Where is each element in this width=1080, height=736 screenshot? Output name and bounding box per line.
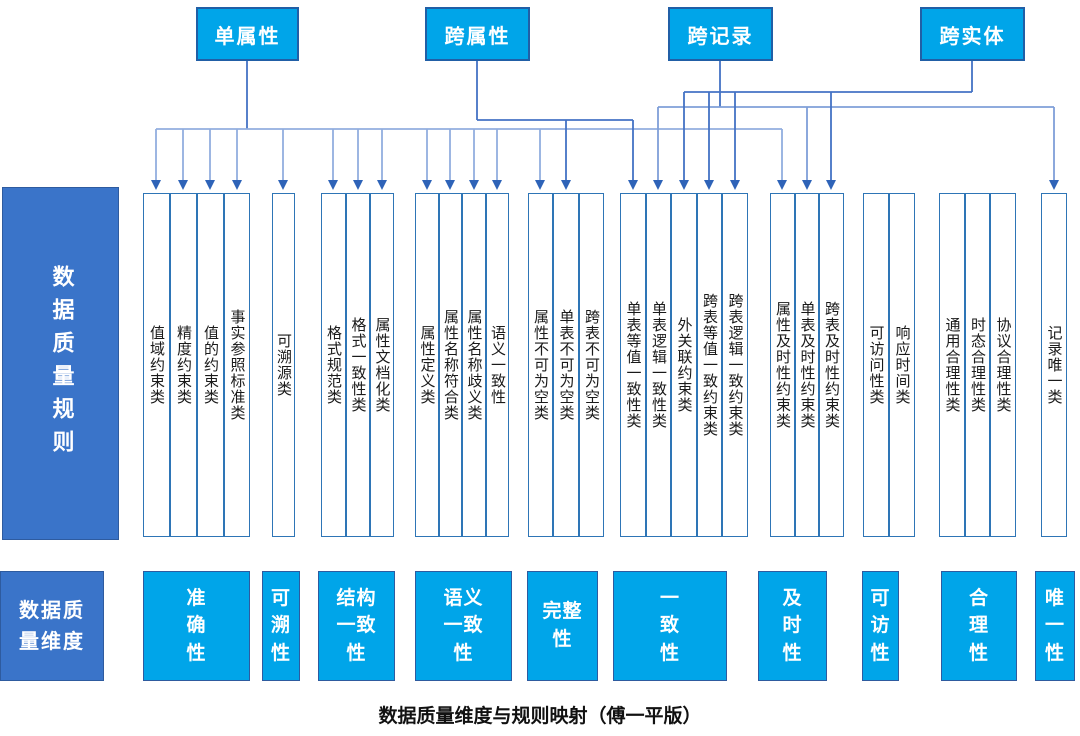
rule-column: 精度约束类 xyxy=(170,193,197,537)
rule-column: 值的约束类 xyxy=(197,193,224,537)
dimension-box-semantic-consistency: 语义 一致 性 xyxy=(415,571,512,681)
category-label: 跨实体 xyxy=(939,23,1006,48)
rule-column: 属性及时性约束类 xyxy=(770,193,795,537)
dimension-box-traceability: 可 溯 性 xyxy=(262,571,300,681)
rule-column: 单表及时性约束类 xyxy=(795,193,819,537)
rule-column: 单表等值一致性类 xyxy=(620,193,646,537)
bus-single-attribute xyxy=(151,61,787,190)
rule-column: 可溯源类 xyxy=(272,193,295,537)
rule-column: 属性名称符合类 xyxy=(439,193,462,537)
rule-column: 属性定义类 xyxy=(415,193,439,537)
dimension-box-uniqueness: 唯 一 性 xyxy=(1035,571,1075,681)
rule-column: 响应时间类 xyxy=(889,193,915,537)
category-box-cross-record: 跨记录 xyxy=(668,7,773,61)
rule-column: 值域约束类 xyxy=(143,193,170,537)
dimension-box-completeness: 完整 性 xyxy=(527,571,598,681)
bus-cross-attribute xyxy=(476,61,638,190)
rule-column: 记录唯一类 xyxy=(1041,193,1067,537)
dimension-box-accuracy: 准 确 性 xyxy=(143,571,250,681)
category-label: 跨属性 xyxy=(444,23,511,48)
rule-column: 单表不可为空类 xyxy=(553,193,579,537)
rule-column: 单表逻辑一致性类 xyxy=(646,193,671,537)
rule-column: 外关联约束类 xyxy=(671,193,697,537)
rule-column: 属性名称歧义类 xyxy=(462,193,486,537)
diagram-caption: 数据质量维度与规则映射（傅一平版） xyxy=(378,705,702,727)
dimension-box-reasonableness: 合 理 性 xyxy=(941,571,1017,681)
dimension-box-timeliness: 及 时 性 xyxy=(758,571,827,681)
category-label: 跨记录 xyxy=(687,23,754,48)
rule-column: 事实参照标准类 xyxy=(224,193,250,537)
rule-column: 属性文档化类 xyxy=(370,193,394,537)
dimensions-axis-label: 数据质 量维度 xyxy=(19,598,85,653)
rule-column: 格式规范类 xyxy=(321,193,346,537)
rule-column: 协议合理性类 xyxy=(990,193,1016,537)
rule-column: 时态合理性类 xyxy=(965,193,990,537)
bus-cross-record xyxy=(653,61,1059,190)
rule-column: 跨表不可为空类 xyxy=(579,193,604,537)
category-box-cross-attribute: 跨属性 xyxy=(425,7,530,61)
bus-cross-entity xyxy=(679,61,973,190)
rule-column: 属性不可为空类 xyxy=(528,193,553,537)
rules-axis-label-box: 数据质量规则 xyxy=(2,187,119,540)
dimensions-axis-label-box: 数据质 量维度 xyxy=(0,571,104,681)
category-box-single-attribute: 单属性 xyxy=(196,7,299,61)
rule-column: 可访问性类 xyxy=(863,193,889,537)
rule-column: 跨表等值一致约束类 xyxy=(697,193,722,537)
dimension-box-consistency: 一 致 性 xyxy=(613,571,727,681)
rules-axis-label: 数据质量规则 xyxy=(48,264,74,463)
rule-column: 跨表及时性约束类 xyxy=(819,193,844,537)
rule-column: 语义一致性 xyxy=(486,193,509,537)
dimension-box-accessibility: 可 访 性 xyxy=(862,571,899,681)
rule-column: 格式一致性类 xyxy=(346,193,370,537)
rule-column: 跨表逻辑一致约束类 xyxy=(722,193,748,537)
category-label: 单属性 xyxy=(214,23,281,48)
rule-column: 通用合理性类 xyxy=(939,193,965,537)
category-box-cross-entity: 跨实体 xyxy=(920,7,1025,61)
dimension-box-structural-consistency: 结构 一致 性 xyxy=(318,571,395,681)
